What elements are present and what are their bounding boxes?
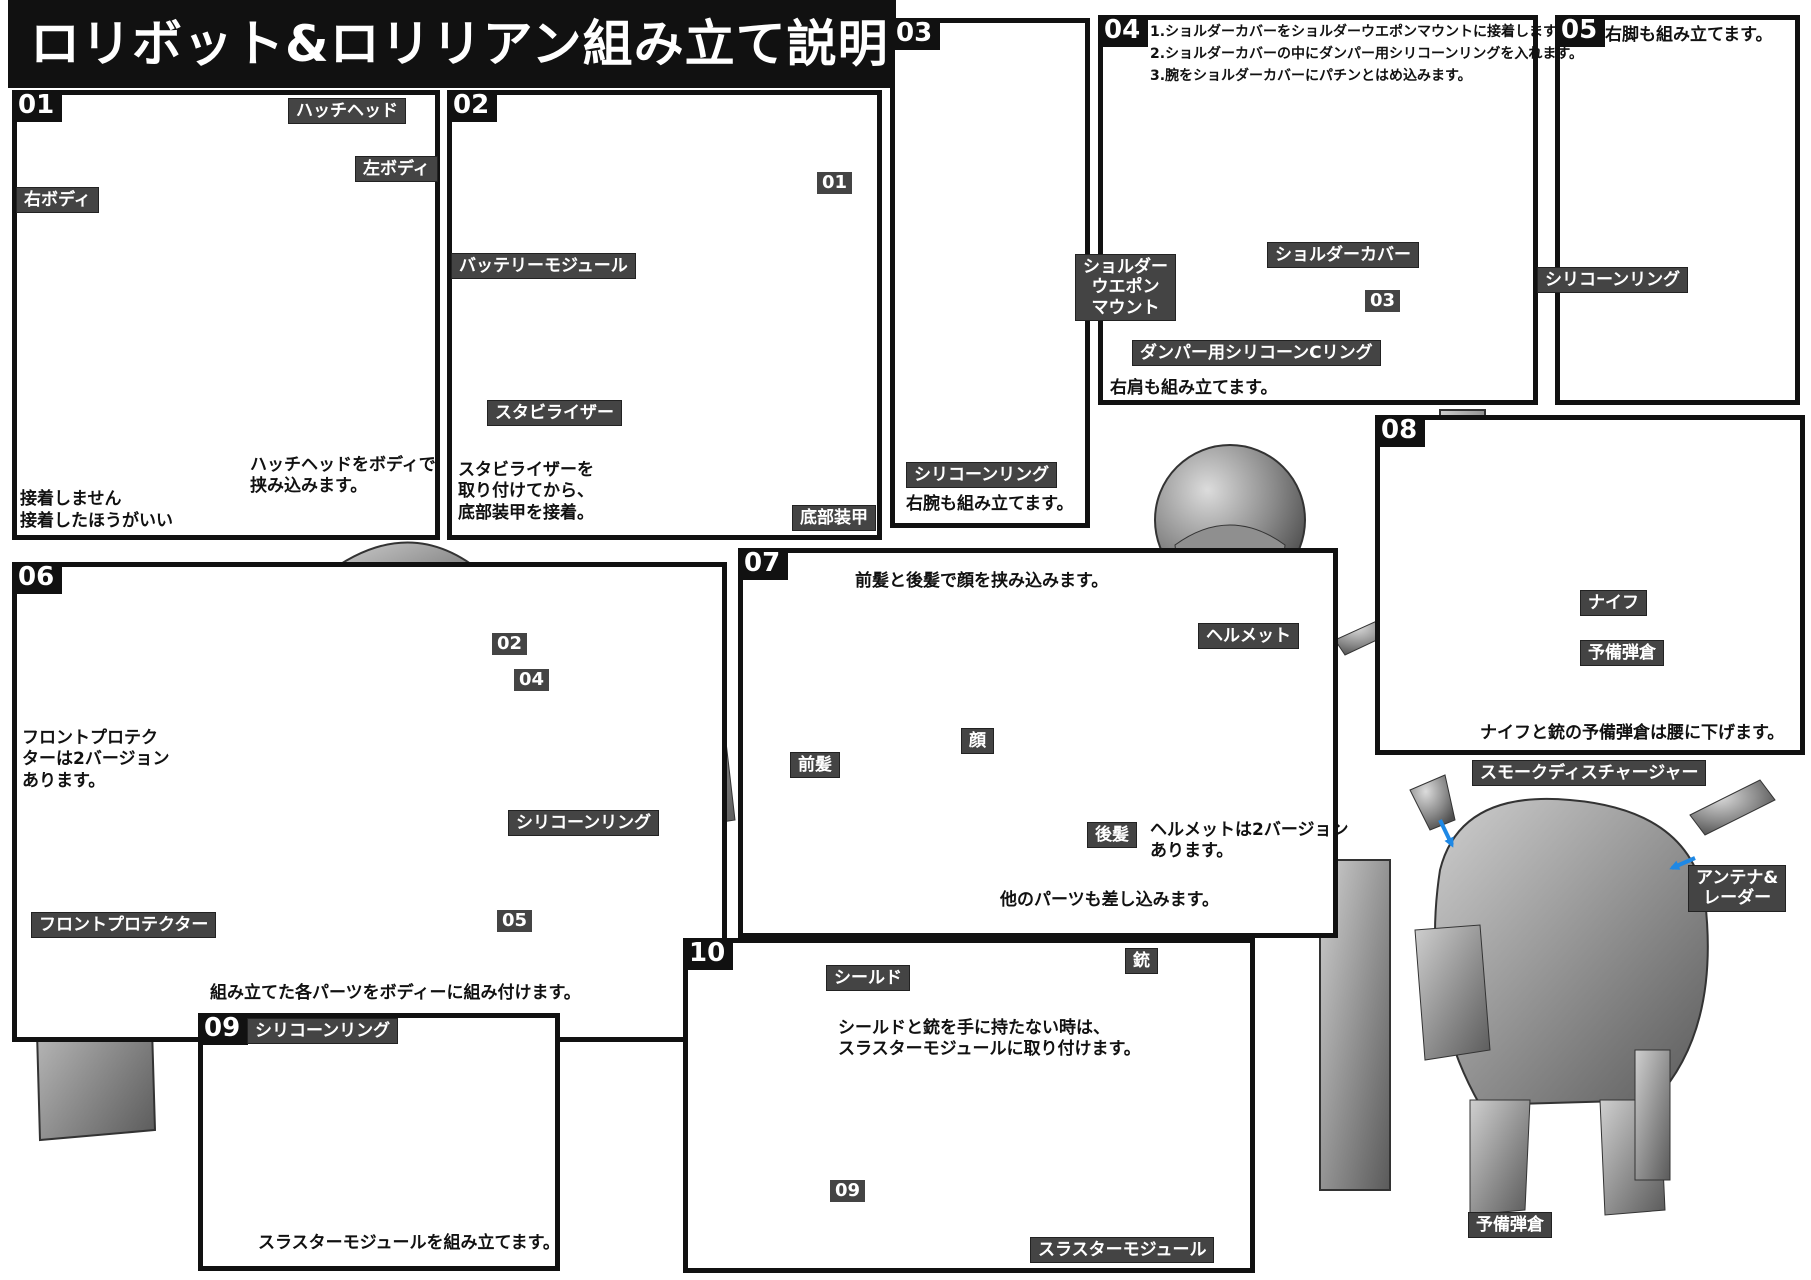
label-back-hair: 後髪 xyxy=(1087,822,1137,849)
legend-glue: 接着したほうがいい xyxy=(20,511,173,531)
label-gun: 銃 xyxy=(1125,948,1158,975)
label-stabilizer: スタビライザー xyxy=(487,400,622,427)
p04-step-2: 2.ショルダーカバーの中にダンパー用シリコーンリングを入れます。 xyxy=(1150,46,1583,62)
p07-note-other: 他のパーツも差し込みます。 xyxy=(1000,890,1219,910)
label-front-protector: フロントプロテクター xyxy=(31,912,217,939)
label-damper-c-ring: ダンパー用シリコーンCリング xyxy=(1132,340,1381,367)
p08-note: ナイフと銃の予備弾倉は腰に下げます。 xyxy=(1480,723,1785,743)
p04-note: 右肩も組み立てます。 xyxy=(1110,378,1278,398)
legend-no-glue: 接着しません xyxy=(20,489,122,509)
p05-note: 右脚も組み立てます。 xyxy=(1605,25,1773,45)
panel-number: 04 xyxy=(1098,15,1149,47)
label-shoulder-cover: ショルダーカバー xyxy=(1267,242,1419,269)
ref-05: 05 xyxy=(497,910,533,932)
label-right-body: 右ボディ xyxy=(16,187,99,214)
label-bottom-armor: 底部装甲 xyxy=(792,505,876,532)
panel-number: 03 xyxy=(890,18,941,50)
panel-number: 02 xyxy=(447,90,498,122)
label-magazine-final: 予備弾倉 xyxy=(1468,1212,1552,1239)
p02-note: スタビライザーを 取り付けてから、 底部装甲を接着。 xyxy=(458,460,594,523)
label-antenna-radar: アンテナ& レーダー xyxy=(1688,865,1787,912)
ref-02: 02 xyxy=(492,633,528,655)
label-face: 顔 xyxy=(961,728,994,755)
panel-10: 10 xyxy=(683,938,1255,1273)
label-shield: シールド xyxy=(826,965,910,992)
panel-number: 09 xyxy=(198,1013,249,1045)
label-thruster-module: スラスターモジュール xyxy=(1030,1237,1215,1264)
p04-step-3: 3.腕をショルダーカバーにパチンとはめ込みます。 xyxy=(1150,68,1472,84)
ref-01: 01 xyxy=(817,172,853,194)
p06-note: 組み立てた各パーツをボディーに組み付けます。 xyxy=(210,983,581,1003)
p04-step-1: 1.ショルダーカバーをショルダーウエポンマウントに接着します。 xyxy=(1150,24,1570,40)
panel-number: 07 xyxy=(738,548,789,580)
p09-note: スラスターモジュールを組み立てます。 xyxy=(258,1233,560,1253)
panel-08: 08 xyxy=(1375,415,1805,755)
label-left-body: 左ボディ xyxy=(355,156,438,183)
final-gun xyxy=(1634,1049,1671,1181)
panel-02: 02 xyxy=(447,90,882,540)
panel-07: 07 xyxy=(738,548,1338,938)
label-silicone-ring-09: シリコーンリング xyxy=(247,1018,399,1045)
label-front-hair: 前髪 xyxy=(790,752,840,779)
panel-number: 10 xyxy=(683,938,734,970)
panel-number: 05 xyxy=(1555,15,1606,47)
label-hatch-head: ハッチヘッド xyxy=(288,98,406,125)
p07-note-helmet: ヘルメットは2バージョン あります。 xyxy=(1150,820,1349,862)
panel-number: 08 xyxy=(1375,415,1426,447)
panel-05: 05 xyxy=(1555,15,1800,405)
ref-09: 09 xyxy=(830,1180,866,1202)
panel-number: 06 xyxy=(12,562,63,594)
p01-note: ハッチヘッドをボディで 挟み込みます。 xyxy=(250,455,436,497)
label-silicone-ring-03: シリコーンリング xyxy=(906,462,1058,489)
label-shoulder-weapon-mount: ショルダー ウエポン マウント xyxy=(1075,254,1176,322)
panel-03: 03 xyxy=(890,18,1090,528)
label-magazine-08: 予備弾倉 xyxy=(1580,640,1664,667)
p03-note: 右腕も組み立てます。 xyxy=(906,494,1074,514)
label-battery-module: バッテリーモジュール xyxy=(451,253,636,280)
final-robot xyxy=(1319,774,1776,1216)
panel-09: 09 xyxy=(198,1013,560,1271)
panel-06: 06 xyxy=(12,562,727,1042)
page-title: ロリボット&ロリリアン組み立て説明図 xyxy=(8,0,939,88)
label-helmet: ヘルメット xyxy=(1198,623,1299,650)
label-silicone-ring-05: シリコーンリング xyxy=(1537,267,1689,294)
label-smoke-discharger: スモークディスチャージャー xyxy=(1472,760,1707,787)
p10-note: シールドと銃を手に持たない時は、 スラスターモジュールに取り付けます。 xyxy=(838,1018,1141,1060)
label-knife: ナイフ xyxy=(1580,590,1647,617)
p06-note-versions: フロントプロテク ターは2バージョン あります。 xyxy=(22,728,170,791)
p07-top-note: 前髪と後髪で顔を挟み込みます。 xyxy=(855,571,1109,591)
ref-03: 03 xyxy=(1365,290,1401,312)
ref-04: 04 xyxy=(514,669,550,691)
panel-number: 01 xyxy=(12,90,63,122)
label-silicone-ring-06: シリコーンリング xyxy=(508,810,660,837)
